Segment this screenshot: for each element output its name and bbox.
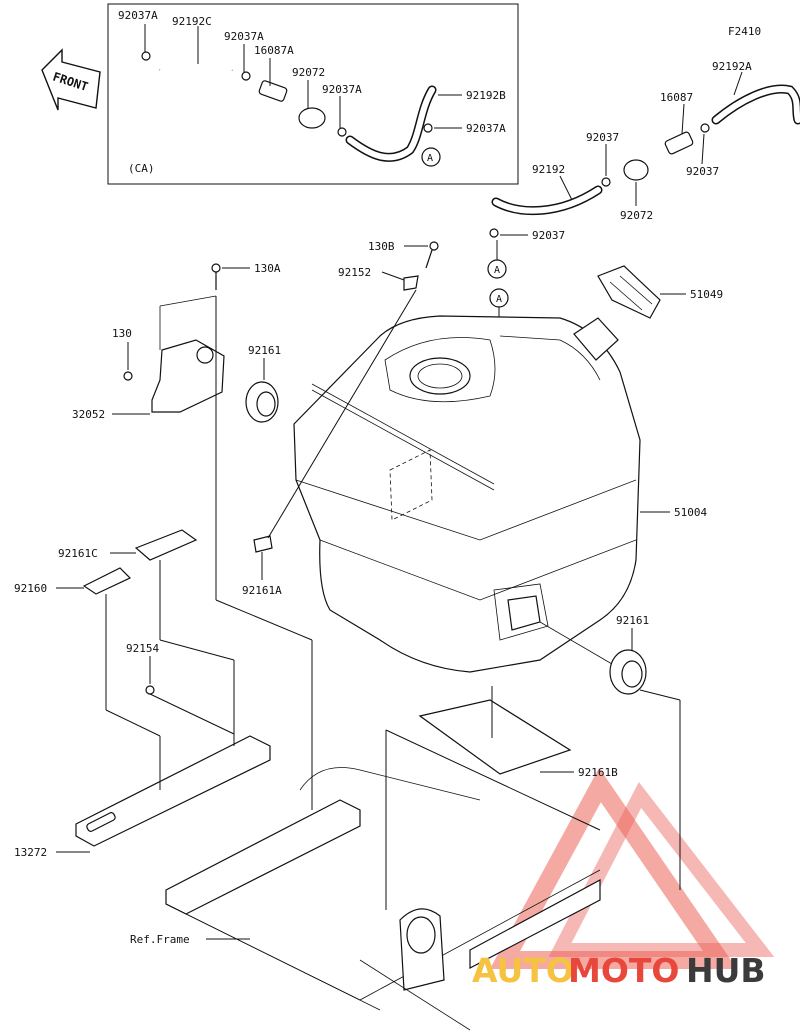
label-92192: 92192 (532, 163, 565, 176)
ca-label: (CA) (128, 162, 155, 175)
bolt-130a (211, 263, 250, 290)
ca-hose-assembly (141, 51, 441, 167)
watermark-logo (489, 767, 775, 969)
pad-92161a (253, 289, 417, 580)
fuel-tank (293, 315, 670, 673)
watermark-text: AUTO MOTO HUB (472, 951, 766, 990)
bolt-92154 (145, 656, 155, 695)
watermark-auto: AUTO (472, 951, 574, 990)
frame-assembly (56, 735, 601, 1031)
assembly-leader-lines (105, 296, 681, 910)
label-92037A-3: 92037A (322, 83, 362, 96)
ca-callout-a: A (427, 153, 433, 164)
label-92037A-2: 92037A (224, 30, 264, 43)
front-arrow: FRONT (41, 48, 101, 111)
label-16087: 16087 (660, 91, 693, 104)
label-92037-3: 92037 (532, 229, 565, 242)
label-92161-2: 92161 (616, 614, 649, 627)
watermark-hub: HUB (686, 951, 766, 990)
label-92154: 92154 (126, 642, 159, 655)
label-92161C: 92161C (58, 547, 98, 560)
breather-hose-assembly (487, 84, 800, 395)
label-16087A: 16087A (254, 44, 294, 57)
watermark-triangle-inner (548, 782, 775, 957)
label-92160: 92160 (14, 582, 47, 595)
callout-a-1: A (494, 265, 500, 276)
label-92037-1: 92037 (586, 131, 619, 144)
label-92037A-4: 92037A (466, 122, 506, 135)
pad-92161b (418, 686, 574, 775)
label-92161-1: 92161 (248, 344, 281, 357)
fuel-cap (597, 265, 686, 319)
grommet-lower (539, 621, 647, 695)
label-92072-ca: 92072 (292, 66, 325, 79)
label-51049: 51049 (690, 288, 723, 301)
grommet-upper (245, 358, 279, 423)
watermark-triangle-outer (489, 767, 738, 969)
label-92161A: 92161A (242, 584, 282, 597)
ca-inset-frame (107, 3, 519, 185)
label-92152: 92152 (338, 266, 371, 279)
watermark-moto: MOTO (568, 951, 679, 990)
label-130B: 130B (368, 240, 395, 253)
label-92192A: 92192A (712, 60, 752, 73)
ca-leader-lines (144, 24, 462, 129)
breather-leader-lines (500, 71, 743, 236)
label-51004: 51004 (674, 506, 707, 519)
callout-a-2: A (496, 294, 502, 305)
label-92161B: 92161B (578, 766, 618, 779)
label-32052: 32052 (72, 408, 105, 421)
label-130A: 130A (254, 262, 281, 275)
label-92192C: 92192C (172, 15, 212, 28)
label-130: 130 (112, 327, 132, 340)
label-ref-frame: Ref.Frame (130, 933, 190, 946)
bracket-32052 (112, 295, 225, 415)
figure-code: F2410 (728, 25, 761, 38)
label-92037A-1: 92037A (118, 9, 158, 22)
label-92072: 92072 (620, 209, 653, 222)
bolt-130b (381, 241, 439, 291)
pads-left (56, 529, 198, 595)
label-13272: 13272 (14, 846, 47, 859)
label-92037-2: 92037 (686, 165, 719, 178)
label-92192B: 92192B (466, 89, 506, 102)
